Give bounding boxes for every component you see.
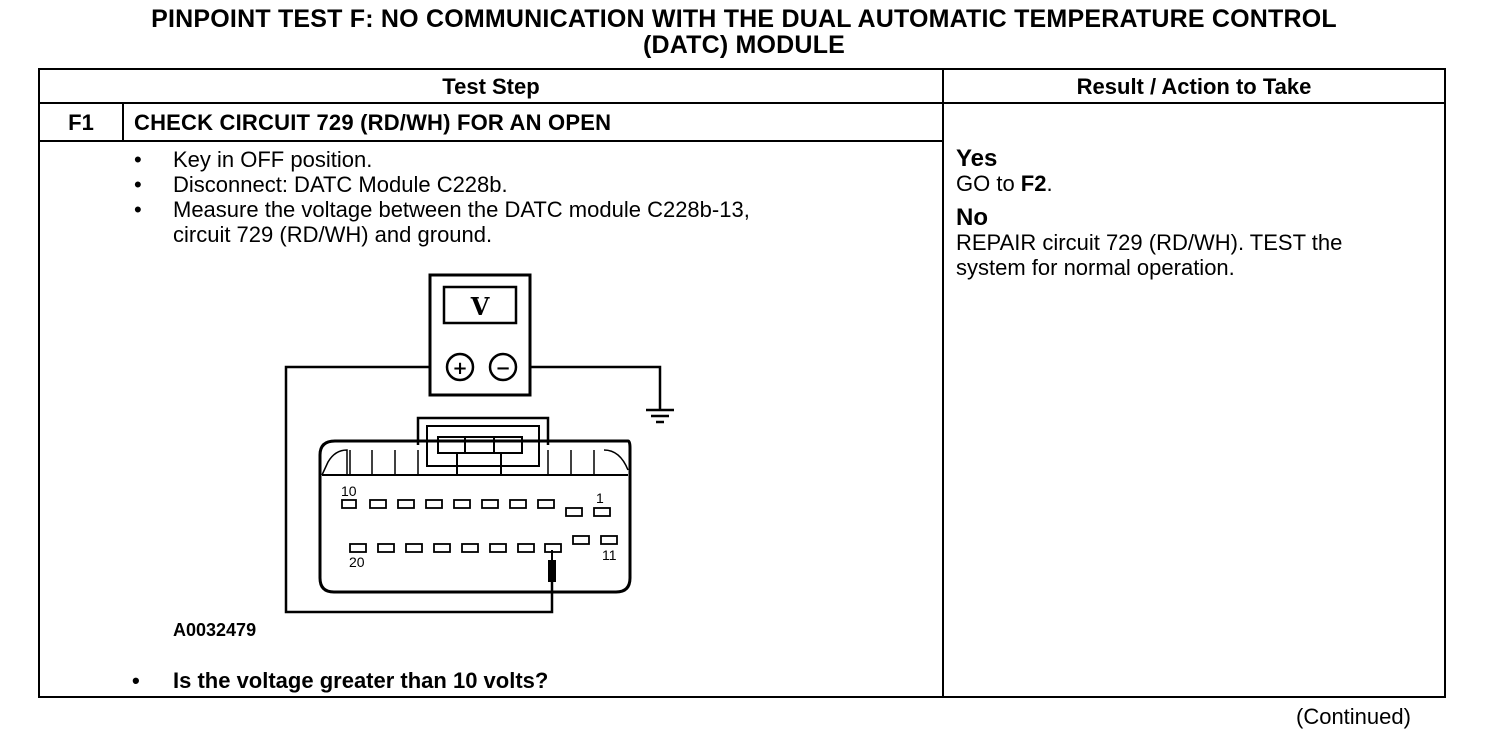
header-result: Result / Action to Take: [1076, 74, 1312, 99]
page-title: PINPOINT TEST F: NO COMMUNICATION WITH T…: [0, 6, 1488, 58]
positive-lead: [284, 365, 554, 614]
instruction-item: •Disconnect: DATC Module C228b.: [134, 172, 508, 197]
step-question: •Is the voltage greater than 10 volts?: [132, 668, 549, 693]
minus-terminal-icon: [488, 352, 518, 382]
result-yes-label: Yes: [956, 145, 998, 172]
bullet-icon: •: [134, 172, 142, 197]
bullet-icon: •: [132, 668, 140, 693]
header-test-step: Test Step: [442, 74, 540, 99]
result-no-action-line-1: REPAIR circuit 729 (RD/WH). TEST the: [956, 230, 1343, 255]
instruction-item: •Key in OFF position.: [134, 147, 373, 172]
voltmeter-icon: [428, 273, 532, 397]
plus-terminal-icon: [445, 352, 475, 382]
instruction-item: •Measure the voltage between the DATC mo…: [134, 197, 750, 222]
step-id: F1: [68, 110, 94, 135]
continued-label: (Continued): [1296, 704, 1411, 729]
minus-label: −: [495, 358, 510, 379]
step-title-divider: [39, 140, 943, 142]
bullet-icon: •: [134, 147, 142, 172]
pin-20-label: 20: [349, 554, 365, 570]
voltmeter-label: V: [470, 292, 490, 321]
pin-10-label: 10: [341, 483, 357, 499]
result-no-label: No: [956, 204, 988, 231]
result-yes-action: GO to F2.: [956, 171, 1053, 196]
plus-label: +: [452, 358, 467, 379]
pin-1-label: 1: [596, 490, 604, 506]
page-title-line-2: (DATC) MODULE: [642, 31, 846, 59]
page-title-line-1: PINPOINT TEST F: NO COMMUNICATION WITH T…: [151, 5, 1337, 33]
goto-link-f2: F2: [1020, 171, 1047, 196]
probe-icon: [548, 550, 556, 582]
voltmeter-display: [442, 285, 518, 325]
test-table: [38, 68, 1446, 698]
result-no: No REPAIR circuit 729 (RD/WH). TEST the …: [956, 205, 1342, 280]
step-instructions: •Key in OFF position. •Disconnect: DATC …: [132, 147, 750, 247]
bullet-icon: •: [134, 197, 142, 222]
result-yes: Yes GO to F2.: [956, 146, 1053, 196]
step-id-divider: [122, 103, 124, 141]
instruction-item-continuation: circuit 729 (RD/WH) and ground.: [173, 222, 493, 247]
connector-latch: [416, 416, 550, 445]
figure-id: A0032479: [173, 620, 257, 640]
ground-icon: [646, 408, 674, 424]
pin-11-label: 11: [602, 547, 617, 563]
negative-lead: [530, 365, 662, 410]
header-divider: [39, 102, 1445, 104]
connector-body-icon: [318, 439, 632, 594]
step-title: CHECK CIRCUIT 729 (RD/WH) FOR AN OPEN: [134, 110, 612, 135]
column-divider: [942, 69, 944, 697]
result-no-action-line-2: system for normal operation.: [956, 255, 1235, 280]
